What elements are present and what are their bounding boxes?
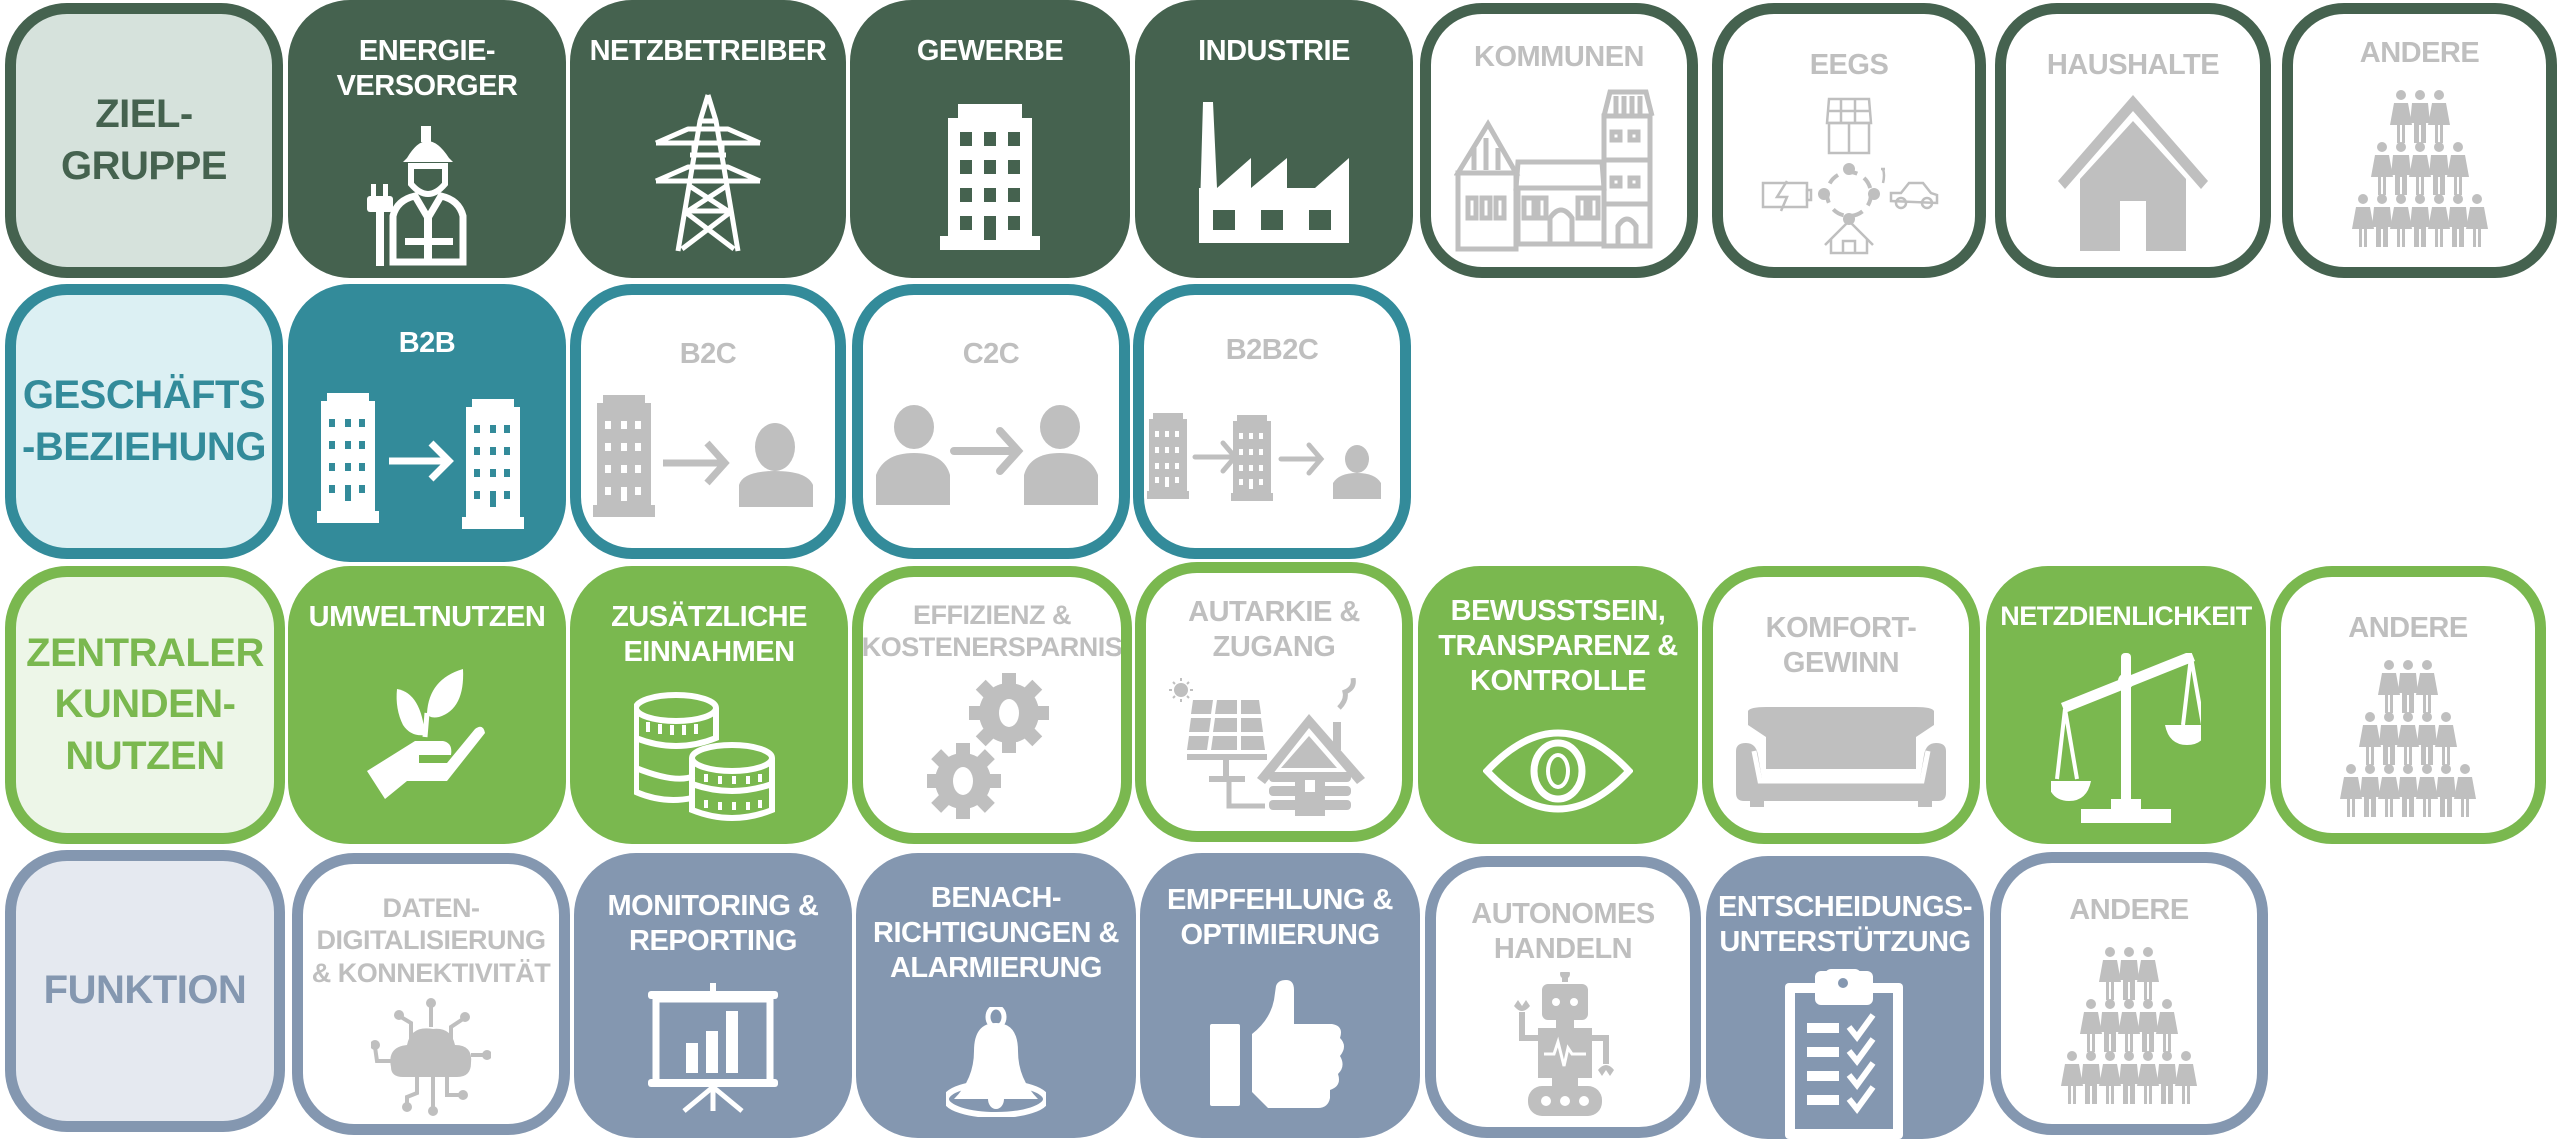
gears-icon — [863, 664, 1121, 833]
tile-label: HAUSHALTE — [2046, 49, 2220, 81]
presentation-chart-icon — [574, 959, 852, 1138]
tile-label: B2C — [679, 338, 737, 370]
tile-label: UMWELTNUTZEN — [308, 601, 546, 633]
tile-label: EFFIZIENZ & KOSTENERSPARNIS — [861, 600, 1123, 663]
office-building-icon — [850, 69, 1130, 278]
tile-label: AUTARKIE & ZUGANG — [1188, 596, 1360, 663]
robot-icon — [1436, 967, 1690, 1127]
people-figures — [2351, 89, 2488, 247]
tile-kommunen[interactable]: KOMMUNEN — [1420, 3, 1698, 278]
building-to-building-icon — [288, 361, 566, 562]
building-to-person-icon — [581, 372, 835, 548]
eye-icon — [1418, 698, 1698, 844]
building-building-person-icon — [1144, 368, 1400, 548]
tile-label: BEWUSSTSEIN, TRANSPARENZ & KONTROLLE — [1438, 595, 1678, 697]
tile-label: ANDERE — [2348, 612, 2468, 644]
house-icon — [2006, 83, 2260, 267]
tile-andere-zielgruppe[interactable]: ANDERE — [2282, 3, 2557, 278]
people-figures — [2061, 946, 2197, 1104]
tile-datendigitalisierung-konnektivitaet[interactable]: DATEN- DIGITALISIERUNG & KONNEKTIVITÄT — [292, 853, 570, 1135]
people-group-icon — [2281, 646, 2535, 833]
category-geschaeftsbeziehung: GESCHÄFTS -BEZIEHUNG — [5, 284, 283, 559]
tile-label: NETZBETREIBER — [589, 35, 827, 67]
solar-cabin-icon — [1146, 665, 1402, 831]
tile-industrie[interactable]: INDUSTRIE — [1135, 0, 1413, 278]
tile-label: INDUSTRIE — [1198, 35, 1350, 67]
electrician-icon — [288, 104, 566, 278]
person-to-person-icon — [863, 372, 1119, 548]
tile-label: EEGS — [1809, 49, 1889, 81]
tile-autonomes-handeln[interactable]: AUTONOMES HANDELN — [1425, 856, 1701, 1138]
tile-autarkie-zugang[interactable]: AUTARKIE & ZUGANG — [1135, 562, 1413, 842]
tile-b2b[interactable]: B2B — [288, 284, 566, 562]
category-label: FUNKTION — [43, 968, 247, 1013]
town-buildings-icon — [1431, 75, 1687, 267]
tile-label: GEWERBE — [916, 35, 1064, 67]
tile-c2c[interactable]: C2C — [852, 284, 1130, 559]
tile-label: DATEN- DIGITALISIERUNG & KONNEKTIVITÄT — [311, 893, 551, 988]
tile-empfehlung-optimierung[interactable]: EMPFEHLUNG & OPTIMIERUNG — [1140, 853, 1420, 1138]
category-label: GESCHÄFTS -BEZIEHUNG — [22, 373, 266, 469]
tile-label: KOMFORT- GEWINN — [1765, 612, 1917, 679]
tile-entscheidungsunterstuetzung[interactable]: ENTSCHEIDUNGS- UNTERSTÜTZUNG — [1706, 856, 1984, 1139]
tile-benachrichtigungen-alarmierung[interactable]: BENACH- RICHTIGUNGEN & ALARMIERUNG — [856, 853, 1136, 1138]
energy-community-icon — [1723, 83, 1975, 267]
category-label: ZIEL- GRUPPE — [61, 92, 227, 188]
tile-b2c[interactable]: B2C — [570, 284, 846, 559]
tile-label: KOMMUNEN — [1474, 41, 1645, 73]
tile-label: ENTSCHEIDUNGS- UNTERSTÜTZUNG — [1717, 891, 1973, 958]
tile-label: B2B2C — [1225, 334, 1319, 366]
sofa-icon — [1713, 681, 1969, 833]
people-figures — [2340, 660, 2476, 818]
people-group-icon — [2001, 928, 2257, 1124]
tile-andere-kundennutzen[interactable]: ANDERE — [2270, 566, 2546, 844]
tile-eegs[interactable]: EEGS — [1712, 3, 1986, 278]
tile-label: ANDERE — [2359, 37, 2480, 69]
coins-icon — [570, 670, 848, 844]
scale-icon — [1986, 632, 2266, 844]
tile-label: BENACH- RICHTIGUNGEN & ALARMIERUNG — [873, 882, 1119, 984]
tile-label: ANDERE — [2069, 894, 2189, 926]
tile-label: MONITORING & REPORTING — [607, 890, 819, 957]
tile-energieversorger[interactable]: ENERGIE- VERSORGER — [288, 0, 566, 278]
tile-andere-funktion[interactable]: ANDERE — [1990, 852, 2268, 1135]
tile-haushalte[interactable]: HAUSHALTE — [1995, 3, 2271, 278]
tile-bewusstsein-transparenz-kontrolle[interactable]: BEWUSSTSEIN, TRANSPARENZ & KONTROLLE — [1418, 566, 1698, 844]
tile-gewerbe[interactable]: GEWERBE — [850, 0, 1130, 278]
tile-monitoring-reporting[interactable]: MONITORING & REPORTING — [574, 853, 852, 1138]
category-zielgruppe: ZIEL- GRUPPE — [5, 3, 283, 278]
tile-netzdienlichkeit[interactable]: NETZDIENLICHKEIT — [1986, 566, 2266, 844]
category-funktion: FUNKTION — [5, 850, 285, 1132]
people-group-icon — [2293, 71, 2546, 267]
hand-plant-icon — [288, 635, 566, 844]
clipboard-checklist-icon — [1706, 960, 1984, 1139]
tile-label: ZUSÄTZLICHE EINNAHMEN — [611, 601, 807, 668]
tile-b2b2c[interactable]: B2B2C — [1133, 284, 1411, 559]
category-kundennutzen: ZENTRALER KUNDEN- NUTZEN — [5, 566, 285, 844]
tile-label: AUTONOMES HANDELN — [1471, 898, 1655, 965]
tile-label: EMPFEHLUNG & OPTIMIERUNG — [1167, 884, 1394, 951]
power-pylon-icon — [570, 69, 846, 278]
tile-effizienz-kostenersparnis[interactable]: EFFIZIENZ & KOSTENERSPARNIS — [852, 566, 1132, 844]
tile-zusaetzliche-einnahmen[interactable]: ZUSÄTZLICHE EINNAHMEN — [570, 566, 848, 844]
tile-umweltnutzen[interactable]: UMWELTNUTZEN — [288, 566, 566, 844]
tile-netzbetreiber[interactable]: NETZBETREIBER — [570, 0, 846, 278]
tile-label: B2B — [398, 327, 456, 359]
bell-icon — [856, 985, 1136, 1138]
cloud-network-icon — [303, 989, 559, 1124]
category-label: ZENTRALER KUNDEN- NUTZEN — [26, 631, 264, 778]
tile-label: NETZDIENLICHKEIT — [2000, 601, 2252, 631]
tile-label: C2C — [962, 338, 1020, 370]
tile-komfortgewinn[interactable]: KOMFORT- GEWINN — [1702, 566, 1980, 844]
thumbs-up-icon — [1140, 953, 1420, 1138]
factory-icon — [1135, 69, 1413, 278]
tile-label: ENERGIE- VERSORGER — [336, 35, 518, 102]
